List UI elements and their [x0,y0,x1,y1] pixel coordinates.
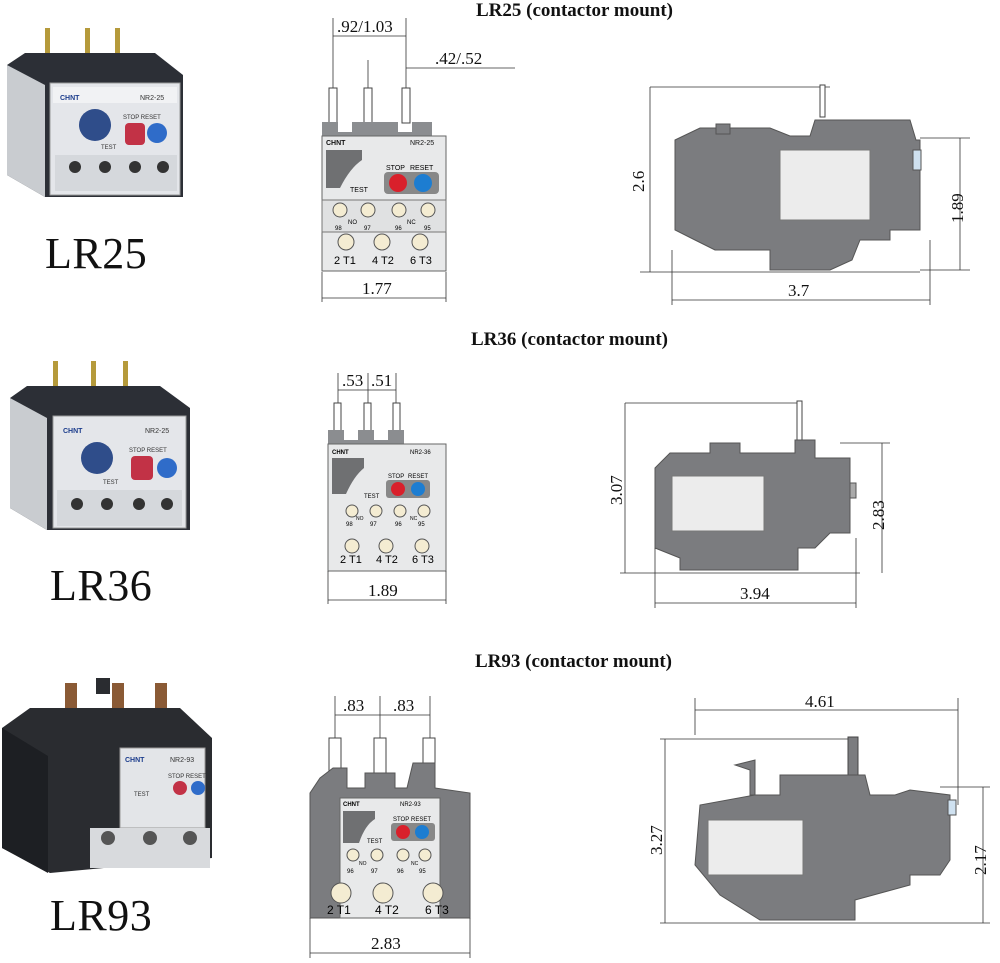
lr25-front-drawing: .92/1.03 .42/.52 CHNT NR2-25 TEST STOP R… [321,17,515,302]
svg-text:96: 96 [347,869,354,875]
svg-text:95: 95 [424,226,431,232]
svg-text:4 T2: 4 T2 [372,255,394,267]
svg-text:TEST: TEST [103,480,119,486]
lr25-product-photo: CHNT NR2-25 STOP RESET TEST [7,28,183,197]
svg-text:95: 95 [418,522,425,528]
svg-text:97: 97 [370,522,377,528]
svg-text:96: 96 [395,226,402,232]
lr36-side-drawing: 3.07 2.83 3.94 [607,400,890,608]
svg-text:NR2-25: NR2-25 [410,140,434,147]
section-title-lr93: LR93 (contactor mount) [475,651,673,672]
svg-text:6 T3: 6 T3 [425,903,449,917]
model-label-lr25: LR25 [45,229,148,278]
dim-height2-lr25: 1.89 [948,193,967,223]
svg-text:2 T1: 2 T1 [327,903,351,917]
svg-text:CHNT: CHNT [63,428,83,435]
svg-text:TEST: TEST [134,792,150,798]
dim-pin-lr25: .42/.52 [435,49,482,68]
svg-text:6 T3: 6 T3 [410,255,432,267]
svg-text:RESET: RESET [411,817,431,823]
dim-pitch2-lr93: .83 [393,696,414,715]
dim-top-lr93: 4.61 [805,692,835,711]
section-title-lr36: LR36 (contactor mount) [471,329,669,350]
svg-text:NC: NC [411,861,419,867]
svg-text:NC: NC [410,516,418,522]
dim-height-lr36: 3.07 [607,475,626,505]
svg-text:NR2-25: NR2-25 [140,95,164,102]
dim-height-lr25: 2.6 [629,171,648,192]
dim-pitch2-lr36: .51 [371,371,392,390]
section-title-lr25: LR25 (contactor mount) [476,0,674,21]
dim-width-lr25: 1.77 [362,279,392,298]
dim-height2-lr36: 2.83 [869,500,888,530]
model-label-lr93: LR93 [50,891,153,940]
lr93-front-drawing: .83 .83 CHNT NR2-93 TEST STOP RESET NO N… [309,696,471,958]
svg-text:CHNT: CHNT [125,757,145,764]
svg-text:4 T2: 4 T2 [376,554,398,566]
dim-width-lr36: 1.89 [368,581,398,600]
lr93-side-drawing: 4.61 3.27 2.17 [647,692,990,924]
svg-text:2 T1: 2 T1 [334,255,356,267]
dim-pitch-lr25: .92/1.03 [337,17,393,36]
svg-text:CHNT: CHNT [332,450,349,456]
svg-text:NC: NC [407,220,416,226]
lr36-product-photo: CHNT NR2-25 STOP RESET TEST [10,361,190,530]
svg-text:STOP RESET: STOP RESET [168,774,206,780]
svg-text:98: 98 [346,522,353,528]
svg-text:STOP RESET: STOP RESET [129,448,167,454]
svg-text:TEST: TEST [350,187,369,194]
dim-height2-lr93: 2.17 [971,845,990,875]
svg-text:STOP: STOP [386,165,405,172]
svg-text:NO: NO [356,516,364,522]
svg-text:95: 95 [419,869,426,875]
model-label-lr36: LR36 [50,561,153,610]
svg-text:96: 96 [397,869,404,875]
dim-pitch1-lr36: .53 [342,371,363,390]
svg-text:CHNT: CHNT [60,95,80,102]
svg-text:NR2-93: NR2-93 [170,757,194,764]
svg-text:TEST: TEST [367,839,383,845]
svg-text:98: 98 [335,226,342,232]
lr36-front-drawing: .53 .51 CHNT NR2-36 TEST STOP RESET NO N… [327,371,447,604]
svg-text:97: 97 [371,869,378,875]
svg-text:RESET: RESET [408,474,428,480]
dim-height-lr93: 3.27 [647,825,666,855]
svg-text:STOP: STOP [388,474,404,480]
svg-text:TEST: TEST [101,145,117,151]
svg-text:4 T2: 4 T2 [375,903,399,917]
svg-text:CHNT: CHNT [343,802,360,808]
dim-pitch1-lr93: .83 [343,696,364,715]
dim-width-lr93: 2.83 [371,934,401,953]
lr93-product-photo: CHNT NR2-93 STOP RESET TEST [2,678,212,873]
dim-length-lr25: 3.7 [788,281,810,300]
svg-text:97: 97 [364,226,371,232]
lr25-side-drawing: 2.6 1.89 3.7 [629,84,970,305]
svg-text:STOP: STOP [393,817,409,823]
svg-text:6 T3: 6 T3 [412,554,434,566]
dim-length-lr36: 3.94 [740,584,770,603]
svg-text:NR2-93: NR2-93 [400,802,421,808]
svg-text:2 T1: 2 T1 [340,554,362,566]
svg-text:NO: NO [348,220,357,226]
svg-text:NO: NO [359,861,367,867]
svg-text:96: 96 [395,522,402,528]
svg-text:TEST: TEST [364,494,380,500]
svg-text:NR2-36: NR2-36 [410,450,431,456]
svg-text:RESET: RESET [410,165,434,172]
svg-text:CHNT: CHNT [326,140,346,147]
svg-text:STOP RESET: STOP RESET [123,115,161,121]
svg-text:NR2-25: NR2-25 [145,428,169,435]
